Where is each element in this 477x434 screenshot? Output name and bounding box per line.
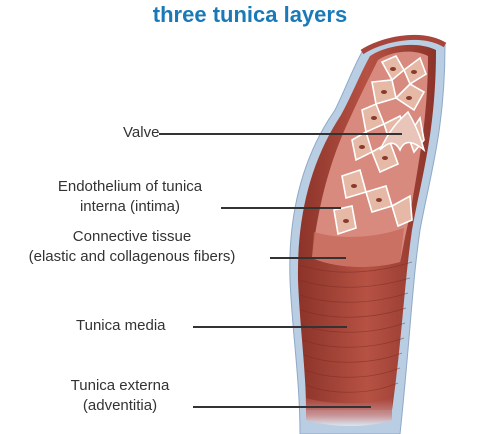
leader-valve (159, 133, 402, 135)
leader-tunica-media (193, 326, 347, 328)
label-connective-line2: (elastic and collagenous fibers) (0, 248, 264, 266)
label-endothelium-line1: Endothelium of tunica (48, 178, 212, 196)
leader-tunica-externa (193, 406, 371, 408)
label-connective-line1: Connective tissue (0, 228, 264, 246)
label-externa-line2: (adventitia) (52, 397, 188, 415)
label-valve: Valve (123, 124, 159, 142)
leader-connective (270, 257, 346, 259)
label-tunica-media: Tunica media (76, 317, 166, 335)
leader-endothelium (221, 207, 341, 209)
label-externa-line1: Tunica externa (52, 377, 188, 395)
label-endothelium-line2: interna (intima) (48, 198, 212, 216)
